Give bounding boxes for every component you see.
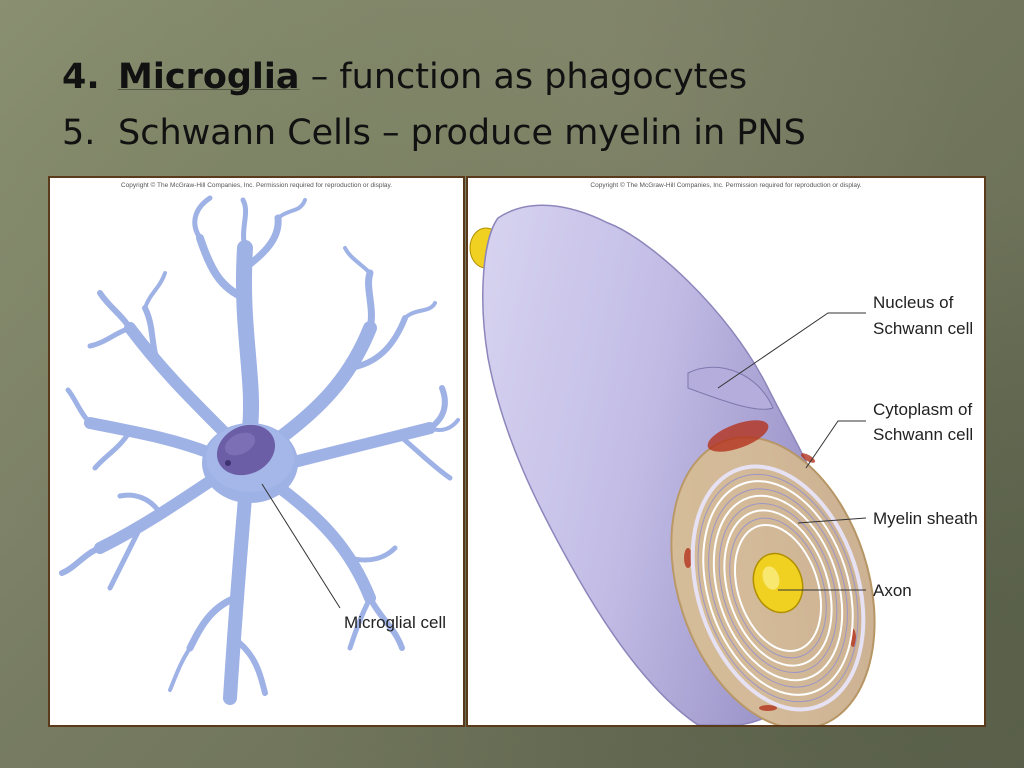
schwann-cell-figure: Copyright © The McGraw-Hill Companies, I… bbox=[466, 176, 986, 727]
cell-processes bbox=[59, 195, 460, 705]
microglia-figure: Copyright © The McGraw-Hill Companies, I… bbox=[48, 176, 465, 727]
microglial-cell-label: Microglial cell bbox=[344, 613, 446, 632]
bullet-description: – function as phagocytes bbox=[310, 57, 748, 97]
myelin-sheath-label: Myelin sheath bbox=[873, 509, 978, 528]
bullet-microglia: 4. Microglia – function as phagocytes bbox=[62, 56, 1002, 98]
cytoplasm-label-line1: Cytoplasm of bbox=[873, 400, 972, 419]
bullet-number: 4. bbox=[62, 57, 100, 97]
bullet-description: – produce myelin in PNS bbox=[382, 113, 806, 153]
axon-label: Axon bbox=[873, 581, 912, 600]
copyright-notice: Copyright © The McGraw-Hill Companies, I… bbox=[120, 182, 393, 189]
myelin-sheath-illustration: Nucleus of Schwann cell Cytoplasm of Sch… bbox=[469, 204, 978, 725]
nucleus-label-line1: Nucleus of bbox=[873, 293, 954, 312]
schwann-nucleus bbox=[707, 420, 769, 452]
term-microglia: Microglia bbox=[118, 57, 300, 97]
cytoplasm-label-line2: Schwann cell bbox=[873, 425, 973, 444]
copyright-notice: Copyright © The McGraw-Hill Companies, I… bbox=[590, 182, 862, 189]
schwann-nucleus-bulge bbox=[687, 366, 774, 410]
label-leader-line bbox=[261, 483, 341, 609]
bullet-schwann-cells: 5. Schwann Cells – produce myelin in PNS bbox=[62, 112, 1002, 154]
label-leader-lines bbox=[717, 312, 867, 591]
microglial-cell-illustration: Microglial cell bbox=[59, 195, 460, 705]
bullet-number: 5. bbox=[62, 113, 96, 153]
term-schwann-cells: Schwann Cells bbox=[118, 113, 371, 153]
nucleus-label-line2: Schwann cell bbox=[873, 319, 973, 338]
myelin-rings bbox=[690, 464, 866, 712]
cytoplasm-organelles bbox=[684, 420, 856, 711]
